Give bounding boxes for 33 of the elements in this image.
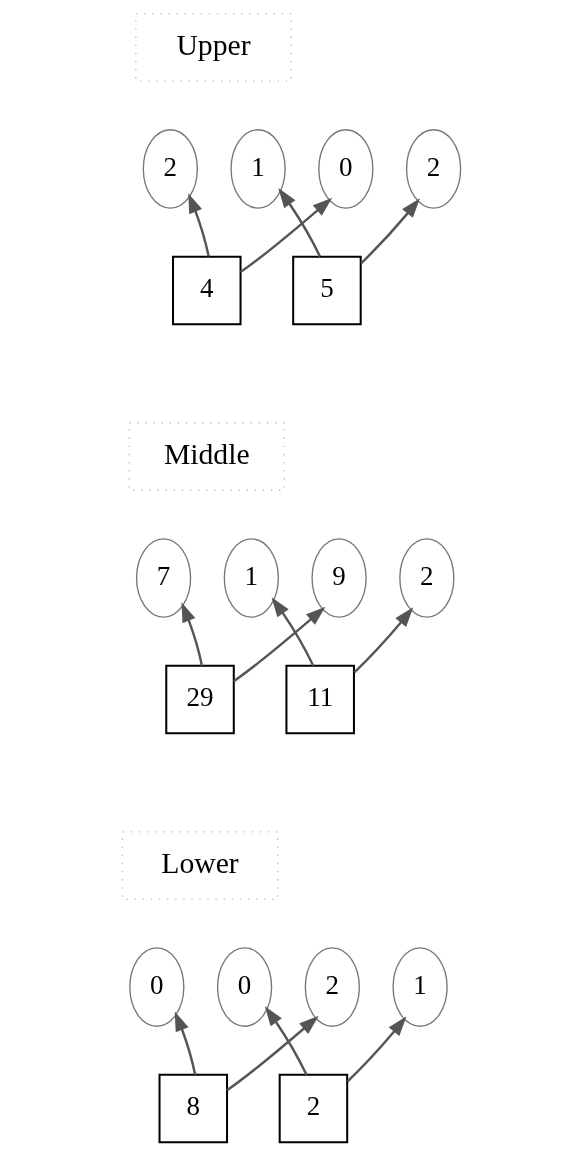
arrow xyxy=(264,1006,308,1076)
node-ellipse: 2 xyxy=(399,538,455,618)
node-box: 29 xyxy=(165,664,235,735)
node-ellipse: 0 xyxy=(318,129,374,209)
arrow xyxy=(188,193,210,257)
node-ellipse: 2 xyxy=(405,129,462,209)
node-box: Upper xyxy=(135,13,292,82)
node-ellipse: 1 xyxy=(223,538,279,618)
arrow xyxy=(346,1016,407,1083)
node-box: 11 xyxy=(285,664,355,735)
arrow xyxy=(226,1015,319,1092)
arrow xyxy=(278,188,322,258)
node-ellipse: 0 xyxy=(129,947,185,1027)
arrow xyxy=(181,602,204,666)
arrow xyxy=(233,606,326,683)
arrow xyxy=(353,607,414,674)
node-box: 5 xyxy=(292,255,362,326)
node-box: Lower xyxy=(121,831,279,900)
arrow xyxy=(239,197,333,274)
arrow xyxy=(271,597,315,667)
node-ellipse: 1 xyxy=(392,947,448,1027)
node-ellipse: 9 xyxy=(311,538,367,618)
node-ellipse: 2 xyxy=(304,947,360,1027)
node-box: Middle xyxy=(128,422,286,491)
node-box: 4 xyxy=(172,255,242,326)
arrow xyxy=(360,198,420,265)
arrow xyxy=(174,1011,197,1076)
node-box: 2 xyxy=(278,1073,349,1144)
node-ellipse: 1 xyxy=(230,129,286,209)
node-box: 8 xyxy=(158,1073,229,1144)
node-ellipse: 0 xyxy=(216,947,273,1027)
node-ellipse: 7 xyxy=(135,538,192,618)
node-ellipse: 2 xyxy=(142,129,198,209)
